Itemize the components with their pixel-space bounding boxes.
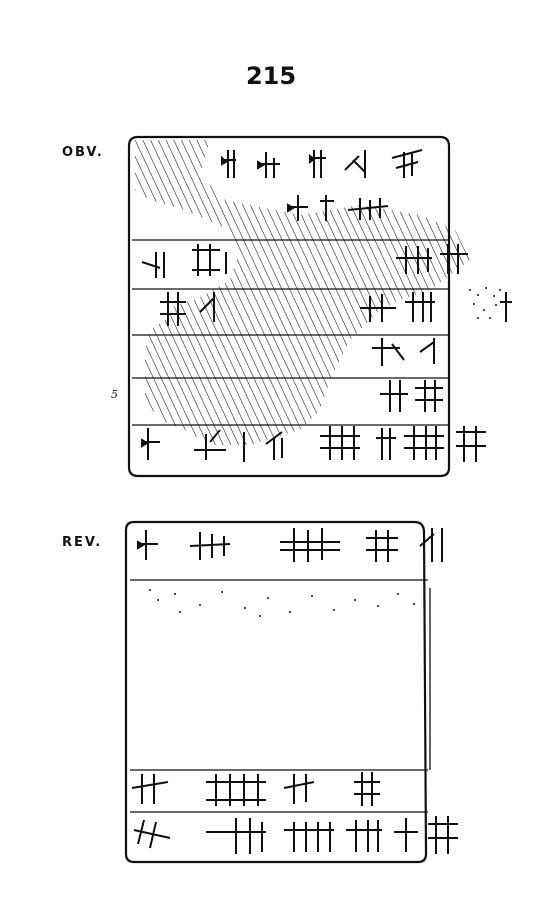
page-number: 215 [245, 62, 297, 90]
obverse-broken-dots [469, 287, 501, 319]
obverse-ruling-lines [132, 239, 450, 426]
reverse-ruling-lines [130, 579, 431, 813]
obverse-cuneiform-signs [141, 149, 512, 462]
reverse-cuneiform-signs [131, 528, 458, 854]
obverse-label: OBV. [62, 145, 104, 160]
reverse-label: REV. [62, 535, 103, 550]
obverse-damage-hatching [135, 140, 470, 445]
obverse-outline [127, 135, 451, 478]
reverse-outline [124, 520, 428, 864]
line-number-marker: 5 [111, 388, 118, 401]
reverse-broken-dots [149, 589, 415, 617]
